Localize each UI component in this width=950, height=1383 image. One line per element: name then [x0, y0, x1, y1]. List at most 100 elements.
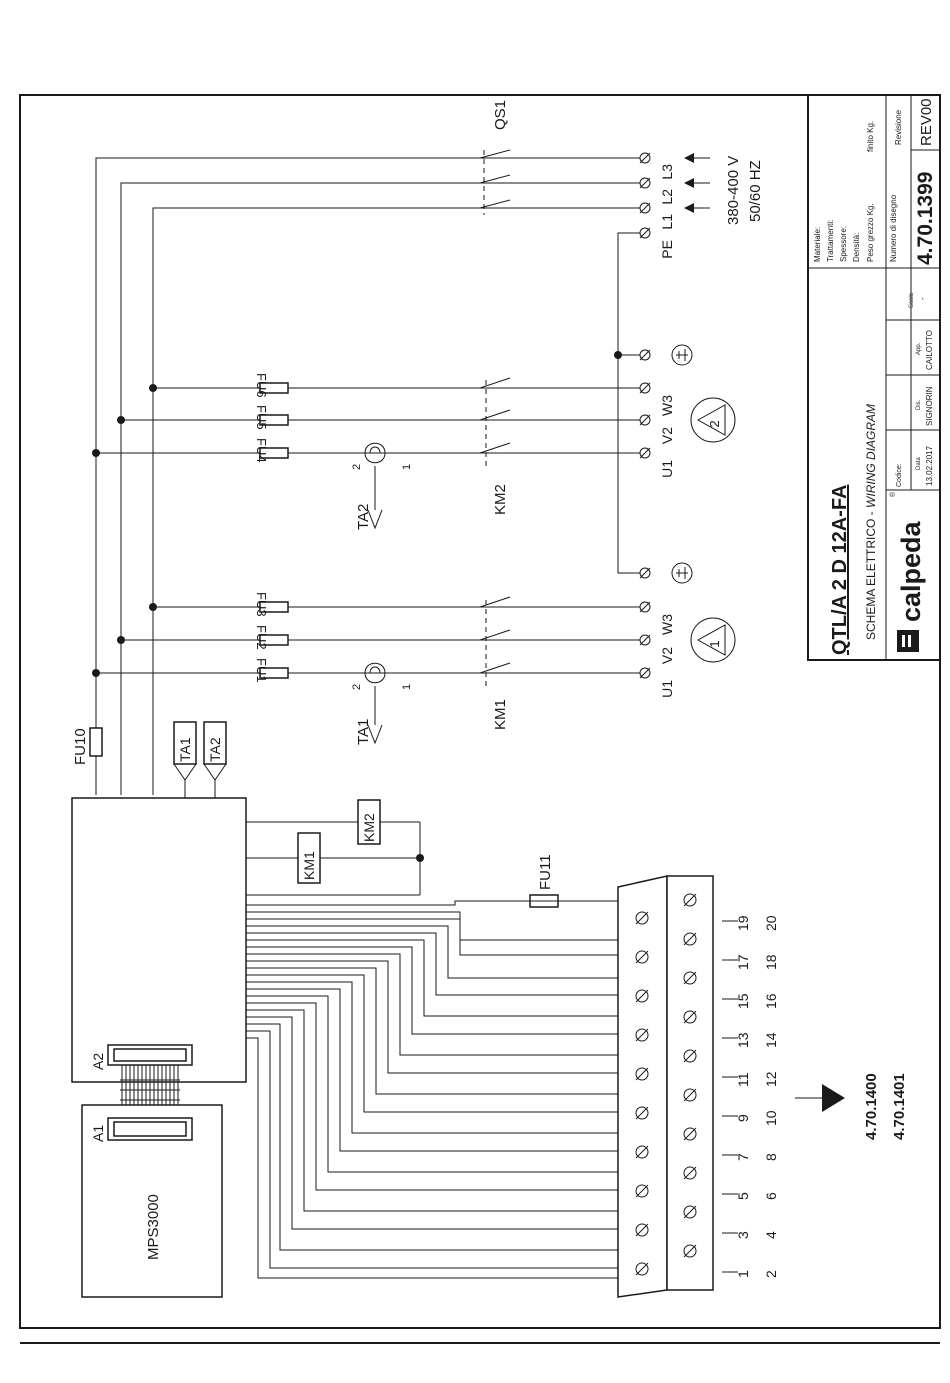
terminal-number: 19	[735, 915, 751, 931]
supply-voltage: 380-400 V	[725, 156, 742, 225]
drawing-frame	[19, 94, 941, 1329]
terminal-number: 18	[763, 954, 779, 970]
fuse-fu3: FU3	[254, 592, 269, 617]
motor2-terminal-w3: W3	[659, 395, 675, 416]
app-value: CAILOTTO	[925, 330, 934, 370]
km1-coil-label: KM1	[301, 851, 317, 880]
label-l2: L2	[659, 189, 675, 205]
terminal-number: 7	[735, 1153, 751, 1161]
motor1-terminal-w3: W3	[659, 614, 675, 635]
terminal-number: 12	[763, 1071, 779, 1087]
drawing-number: 4.70.1399	[914, 172, 937, 265]
fuse-fu2: FU2	[254, 625, 269, 650]
fuse-fu6: FU6	[254, 373, 269, 398]
motor2-circuit: FU4 FU5 FU6 KM2 2 1 TA2 U1 V2 W3 2	[92, 344, 736, 530]
ta1-pin1: 1	[401, 684, 413, 690]
km1-label: KM1	[492, 699, 509, 730]
supply-frequency: 50/60 HZ	[747, 160, 764, 222]
motor2-symbol-icon	[690, 397, 736, 443]
field-materiale: Materiale:	[813, 227, 822, 262]
fuse-fu5: FU5	[254, 405, 269, 430]
field-peso-finito: finito Kg.	[866, 121, 875, 152]
motor2-number: 2	[707, 420, 722, 427]
terminal-number: 13	[735, 1032, 751, 1048]
field-spessore: Spessore:	[839, 226, 848, 262]
qs1-switch: QS1	[479, 100, 511, 215]
motor1-circuit: FU1 FU2 FU3 KM1 2 1 TA1 U1 V2 W3 1	[92, 562, 736, 745]
drawing-subtitle: SCHEMA ELETTRICO - WIRING DIAGRAM	[864, 404, 878, 640]
motor2-terminal-u1: U1	[659, 460, 675, 478]
label-pe: PE	[659, 240, 675, 259]
terminal-number: 11	[735, 1072, 751, 1087]
dis-value: SIGNORIN	[925, 386, 934, 426]
codice-label: Codice:	[896, 463, 903, 487]
terminal-number: 10	[763, 1110, 779, 1126]
power-buses	[95, 157, 640, 795]
data-label: Data	[916, 457, 922, 470]
ref-doc-2: 4.70.1401	[891, 1073, 908, 1140]
brand-name: calpeda	[896, 520, 926, 622]
terminal-screws	[635, 893, 697, 1276]
drawing-title: QTL/A 2 D 12A-FA	[829, 485, 851, 655]
qs1-label: QS1	[492, 100, 509, 130]
reference-pointer: 4.70.1400 4.70.1401	[795, 1073, 908, 1140]
terminal-number: 20	[763, 915, 779, 931]
controller-board	[71, 797, 247, 1083]
terminal-number: 17	[735, 954, 751, 970]
km2-coil-label: KM2	[361, 813, 377, 842]
fu10-label: FU10	[72, 728, 89, 765]
data-value: 13.02.2017	[925, 445, 934, 486]
ta1-label: TA1	[355, 719, 372, 745]
terminal-number: 3	[735, 1231, 751, 1239]
signal-wires	[246, 900, 618, 1279]
terminal-number: 9	[735, 1114, 751, 1122]
label-l3: L3	[659, 164, 675, 180]
fu11-label: FU11	[537, 854, 554, 890]
terminal-number: 15	[735, 993, 751, 1009]
ta1-tag: TA1	[177, 737, 193, 762]
supply-terminals: L3 L2 L1 PE 380-400 V 50/60 HZ	[639, 152, 764, 259]
motor1-symbol-icon	[690, 617, 736, 663]
terminal-number: 5	[735, 1192, 751, 1200]
revision: REV00	[918, 98, 935, 146]
terminal-number: 6	[763, 1192, 779, 1200]
terminal-number: 1	[735, 1270, 751, 1278]
drawing-number-label: Numero di disegno	[889, 194, 898, 262]
terminal-number: 16	[763, 993, 779, 1009]
field-peso-grezzo: Peso grezzo Kg.	[866, 203, 875, 262]
revision-label: Revisione	[894, 109, 903, 145]
arrow-right-icon	[822, 1084, 845, 1112]
terminal-number: 14	[763, 1032, 779, 1048]
ta1-pin2: 2	[351, 684, 363, 690]
subtitle-english: WIRING DIAGRAM	[864, 404, 878, 508]
ta2-pin2: 2	[351, 464, 363, 470]
ground-icon	[671, 344, 693, 366]
field-densita: Densità:	[852, 233, 861, 262]
field-trattamenti: Trattamenti:	[826, 220, 835, 262]
fuse-fu1: FU1	[254, 658, 269, 683]
subtitle-italian: SCHEMA ELETTRICO -	[864, 508, 878, 640]
motor1-number: 1	[707, 640, 722, 647]
ref-doc-1: 4.70.1400	[863, 1073, 880, 1140]
scala-value: -	[918, 297, 927, 300]
ground-icon	[671, 562, 693, 584]
terminal-numbers: 1 2 3 4 5 6 7 8 9 10 11 12 13 14 15 16 1…	[735, 915, 779, 1278]
a2-label: A2	[90, 1053, 106, 1070]
terminal-number: 4	[763, 1231, 779, 1239]
fuse-fu4: FU4	[254, 438, 269, 463]
motor2-terminal-v2: V2	[659, 427, 675, 444]
km2-label: KM2	[492, 484, 509, 515]
terminal-number: 2	[763, 1270, 779, 1278]
app-label: App.	[916, 342, 922, 355]
motor1-terminal-u1: U1	[659, 680, 675, 698]
label-l1: L1	[659, 214, 675, 230]
ta2-tag: TA2	[207, 737, 223, 762]
title-block: Materiale: Trattamenti: Spessore: Densit…	[807, 94, 941, 661]
a1-label: A1	[90, 1125, 106, 1142]
ta2-label: TA2	[355, 504, 372, 530]
motor1-terminal-v2: V2	[659, 647, 675, 664]
controller: FU10 TA1 TA2 KM2 KM1 FU11 A2	[71, 721, 559, 1298]
ta2-pin1: 1	[401, 464, 413, 470]
scala-label: Scala	[909, 292, 915, 308]
